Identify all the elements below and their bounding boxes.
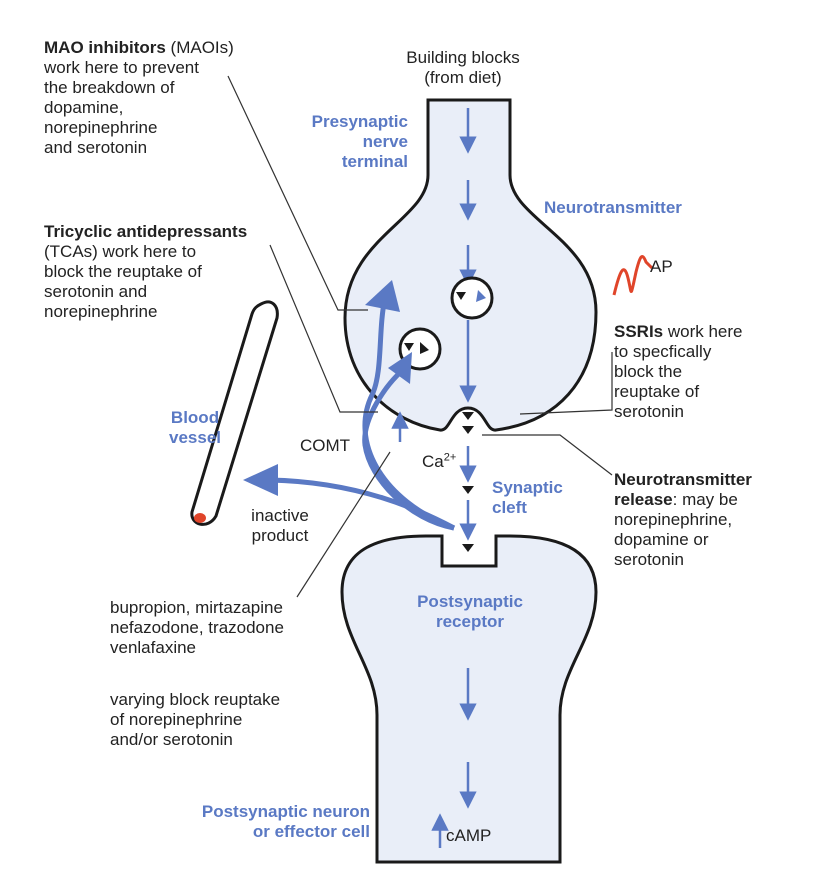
building-blocks-label: Building blocks (from diet) bbox=[406, 48, 520, 87]
calcium-label: Ca2+ bbox=[422, 451, 457, 471]
receptor-slot bbox=[440, 536, 498, 568]
mao-inhibitors-note: MAO inhibitors (MAOIs) work here to prev… bbox=[44, 38, 234, 157]
tca-note: Tricyclic antidepressants (TCAs) work he… bbox=[44, 222, 248, 321]
vesicle-lower bbox=[398, 327, 442, 371]
leader-lines bbox=[227, 75, 613, 598]
varying-block-note: varying block reuptake of norepinephrine… bbox=[110, 690, 281, 749]
synaptic-cleft-label: Synaptic cleft bbox=[492, 478, 563, 517]
presynaptic-terminal-label: Presynaptic nerve terminal bbox=[311, 112, 408, 171]
blood-vessel-label: Blood vessel bbox=[169, 408, 221, 447]
synthesis-arrows bbox=[391, 108, 477, 848]
postsynaptic-receptor-label: Postsynaptic receptor bbox=[417, 592, 523, 631]
reuptake-arrowheads bbox=[243, 280, 412, 496]
comt-label: COMT bbox=[300, 436, 351, 455]
other-drugs-note: bupropion, mirtazapine nefazodone, trazo… bbox=[110, 598, 284, 657]
transmitter-molecules bbox=[462, 412, 474, 552]
camp-label: cAMP bbox=[446, 826, 492, 845]
inactive-product-label: inactive product bbox=[251, 506, 309, 545]
blood-vessel bbox=[190, 300, 279, 526]
ssri-note: SSRIs work here to specfically block the… bbox=[614, 322, 743, 421]
reuptake-arrows bbox=[269, 297, 456, 531]
neurotransmitter-release-note: Neurotransmitter release: may be norepin… bbox=[614, 470, 752, 569]
postsynaptic-neuron-label: Postsynaptic neuron or effector cell bbox=[201, 802, 370, 841]
neurotransmitter-label: Neurotransmitter bbox=[544, 198, 682, 217]
action-potential-icon bbox=[612, 255, 654, 296]
ap-label: AP bbox=[650, 257, 673, 276]
vesicle-upper bbox=[450, 276, 494, 320]
